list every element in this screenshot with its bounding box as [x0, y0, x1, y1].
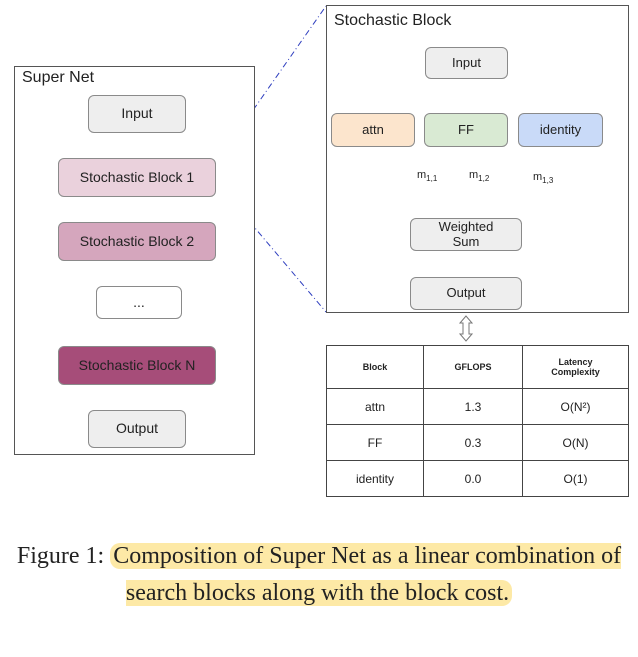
block-input-node: Input: [425, 47, 508, 79]
table-row: attn 1.3 O(N²): [326, 388, 629, 425]
identity-branch-node: identity: [518, 113, 603, 147]
cell-latency: O(N²): [522, 388, 629, 425]
figure-caption: Figure 1: Composition of Super Net as a …: [0, 538, 638, 612]
cell-latency: O(N): [522, 424, 629, 461]
caption-prefix: Figure 1:: [16, 543, 105, 569]
block-output-node: Output: [410, 277, 522, 310]
cell-block: identity: [326, 460, 424, 497]
ff-branch-node: FF: [424, 113, 508, 147]
attn-branch-node: attn: [331, 113, 415, 147]
cell-gflops: 1.3: [423, 388, 523, 425]
cell-block: attn: [326, 388, 424, 425]
weighted-sum-node: Weighted Sum: [410, 218, 522, 251]
stochastic-block-n-node: Stochastic Block N: [58, 346, 216, 385]
stochastic-block-1-node: Stochastic Block 1: [58, 158, 216, 197]
block-cost-table: Block GFLOPS Latency Complexity attn 1.3…: [326, 345, 629, 497]
edge-label-m12: m1,2: [469, 169, 490, 184]
cell-gflops: 0.0: [423, 460, 523, 497]
header-latency: Latency Complexity: [522, 345, 629, 389]
caption-text: Composition of Super Net as a linear com…: [110, 543, 622, 606]
table-header-row: Block GFLOPS Latency Complexity: [326, 345, 629, 389]
cell-gflops: 0.3: [423, 424, 523, 461]
table-row: FF 0.3 O(N): [326, 424, 629, 461]
edge-label-m13: m1,3: [533, 171, 554, 186]
header-gflops: GFLOPS: [423, 345, 523, 389]
super-net-title: Super Net: [22, 69, 95, 86]
ellipsis-node: ...: [96, 286, 182, 319]
cell-block: FF: [326, 424, 424, 461]
super-net-input-node: Input: [88, 95, 186, 133]
stochastic-block-2-node: Stochastic Block 2: [58, 222, 216, 261]
stochastic-block-title: Stochastic Block: [334, 12, 452, 29]
super-net-output-node: Output: [88, 410, 186, 448]
header-block: Block: [326, 345, 424, 389]
double-arrow-icon: [458, 315, 474, 342]
table-row: identity 0.0 O(1): [326, 460, 629, 497]
edge-label-m11: m1,1: [417, 169, 438, 184]
cell-latency: O(1): [522, 460, 629, 497]
